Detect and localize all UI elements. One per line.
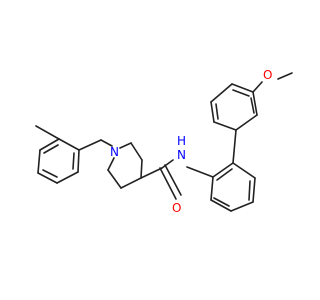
bond-carbonyl-double-a: [159, 167, 177, 200]
bond-aryl-methyl: [35, 125, 60, 140]
bond-aryl-nh: [186, 166, 214, 178]
upper-aryl-ring: [210, 83, 258, 131]
piperidine-ring: [107, 142, 143, 189]
bond-methyl-o: [277, 72, 293, 80]
atom-piperidine-nitrogen: N: [110, 145, 119, 159]
bond-ch2-aryl: [78, 139, 102, 151]
toluyl-ring: [37, 138, 80, 184]
bond-biaryl: [232, 129, 237, 164]
molecule-drawing: O N H N O: [35, 68, 293, 215]
bond-n-ch2: [100, 139, 113, 147]
bond-carbonyl-ring: [140, 167, 163, 179]
bond-nh-carbonyl: [161, 159, 174, 169]
atom-carbonyl-oxygen: O: [172, 201, 181, 215]
bond-carbonyl-double-b: [164, 164, 182, 196]
bond-o-aryl: [252, 81, 263, 93]
atom-amide-hydrogen: H: [177, 134, 186, 148]
lower-aryl-ring: [210, 162, 256, 212]
atom-amide-nitrogen: N: [177, 148, 186, 162]
structure-canvas: O N H N O: [35, 68, 293, 215]
atom-methoxy-oxygen: O: [263, 68, 272, 82]
